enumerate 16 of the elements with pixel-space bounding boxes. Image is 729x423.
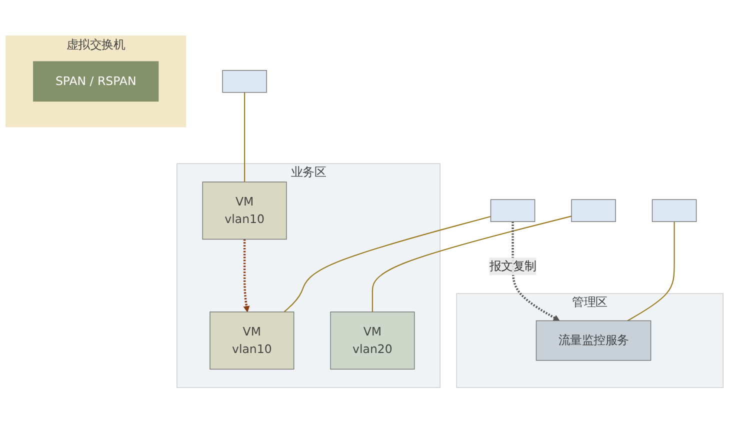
- connector: [627, 221, 675, 321]
- arrow: [243, 239, 250, 312]
- connector: [372, 215, 572, 312]
- node-box: [222, 70, 267, 93]
- node-box: [490, 199, 536, 222]
- connector: [244, 92, 246, 182]
- node-box: [652, 199, 697, 222]
- node-box: 流量监控服务: [536, 320, 652, 361]
- connector: [284, 216, 491, 312]
- node-box: VM vlan10: [202, 181, 287, 240]
- node-box: [571, 199, 616, 222]
- node-box: VM vlan20: [330, 311, 415, 370]
- node-box: SPAN / RSPAN: [33, 60, 159, 102]
- arrow: [512, 221, 560, 321]
- node-box: VM vlan10: [210, 311, 294, 370]
- edge-label: 报文复制: [489, 258, 536, 273]
